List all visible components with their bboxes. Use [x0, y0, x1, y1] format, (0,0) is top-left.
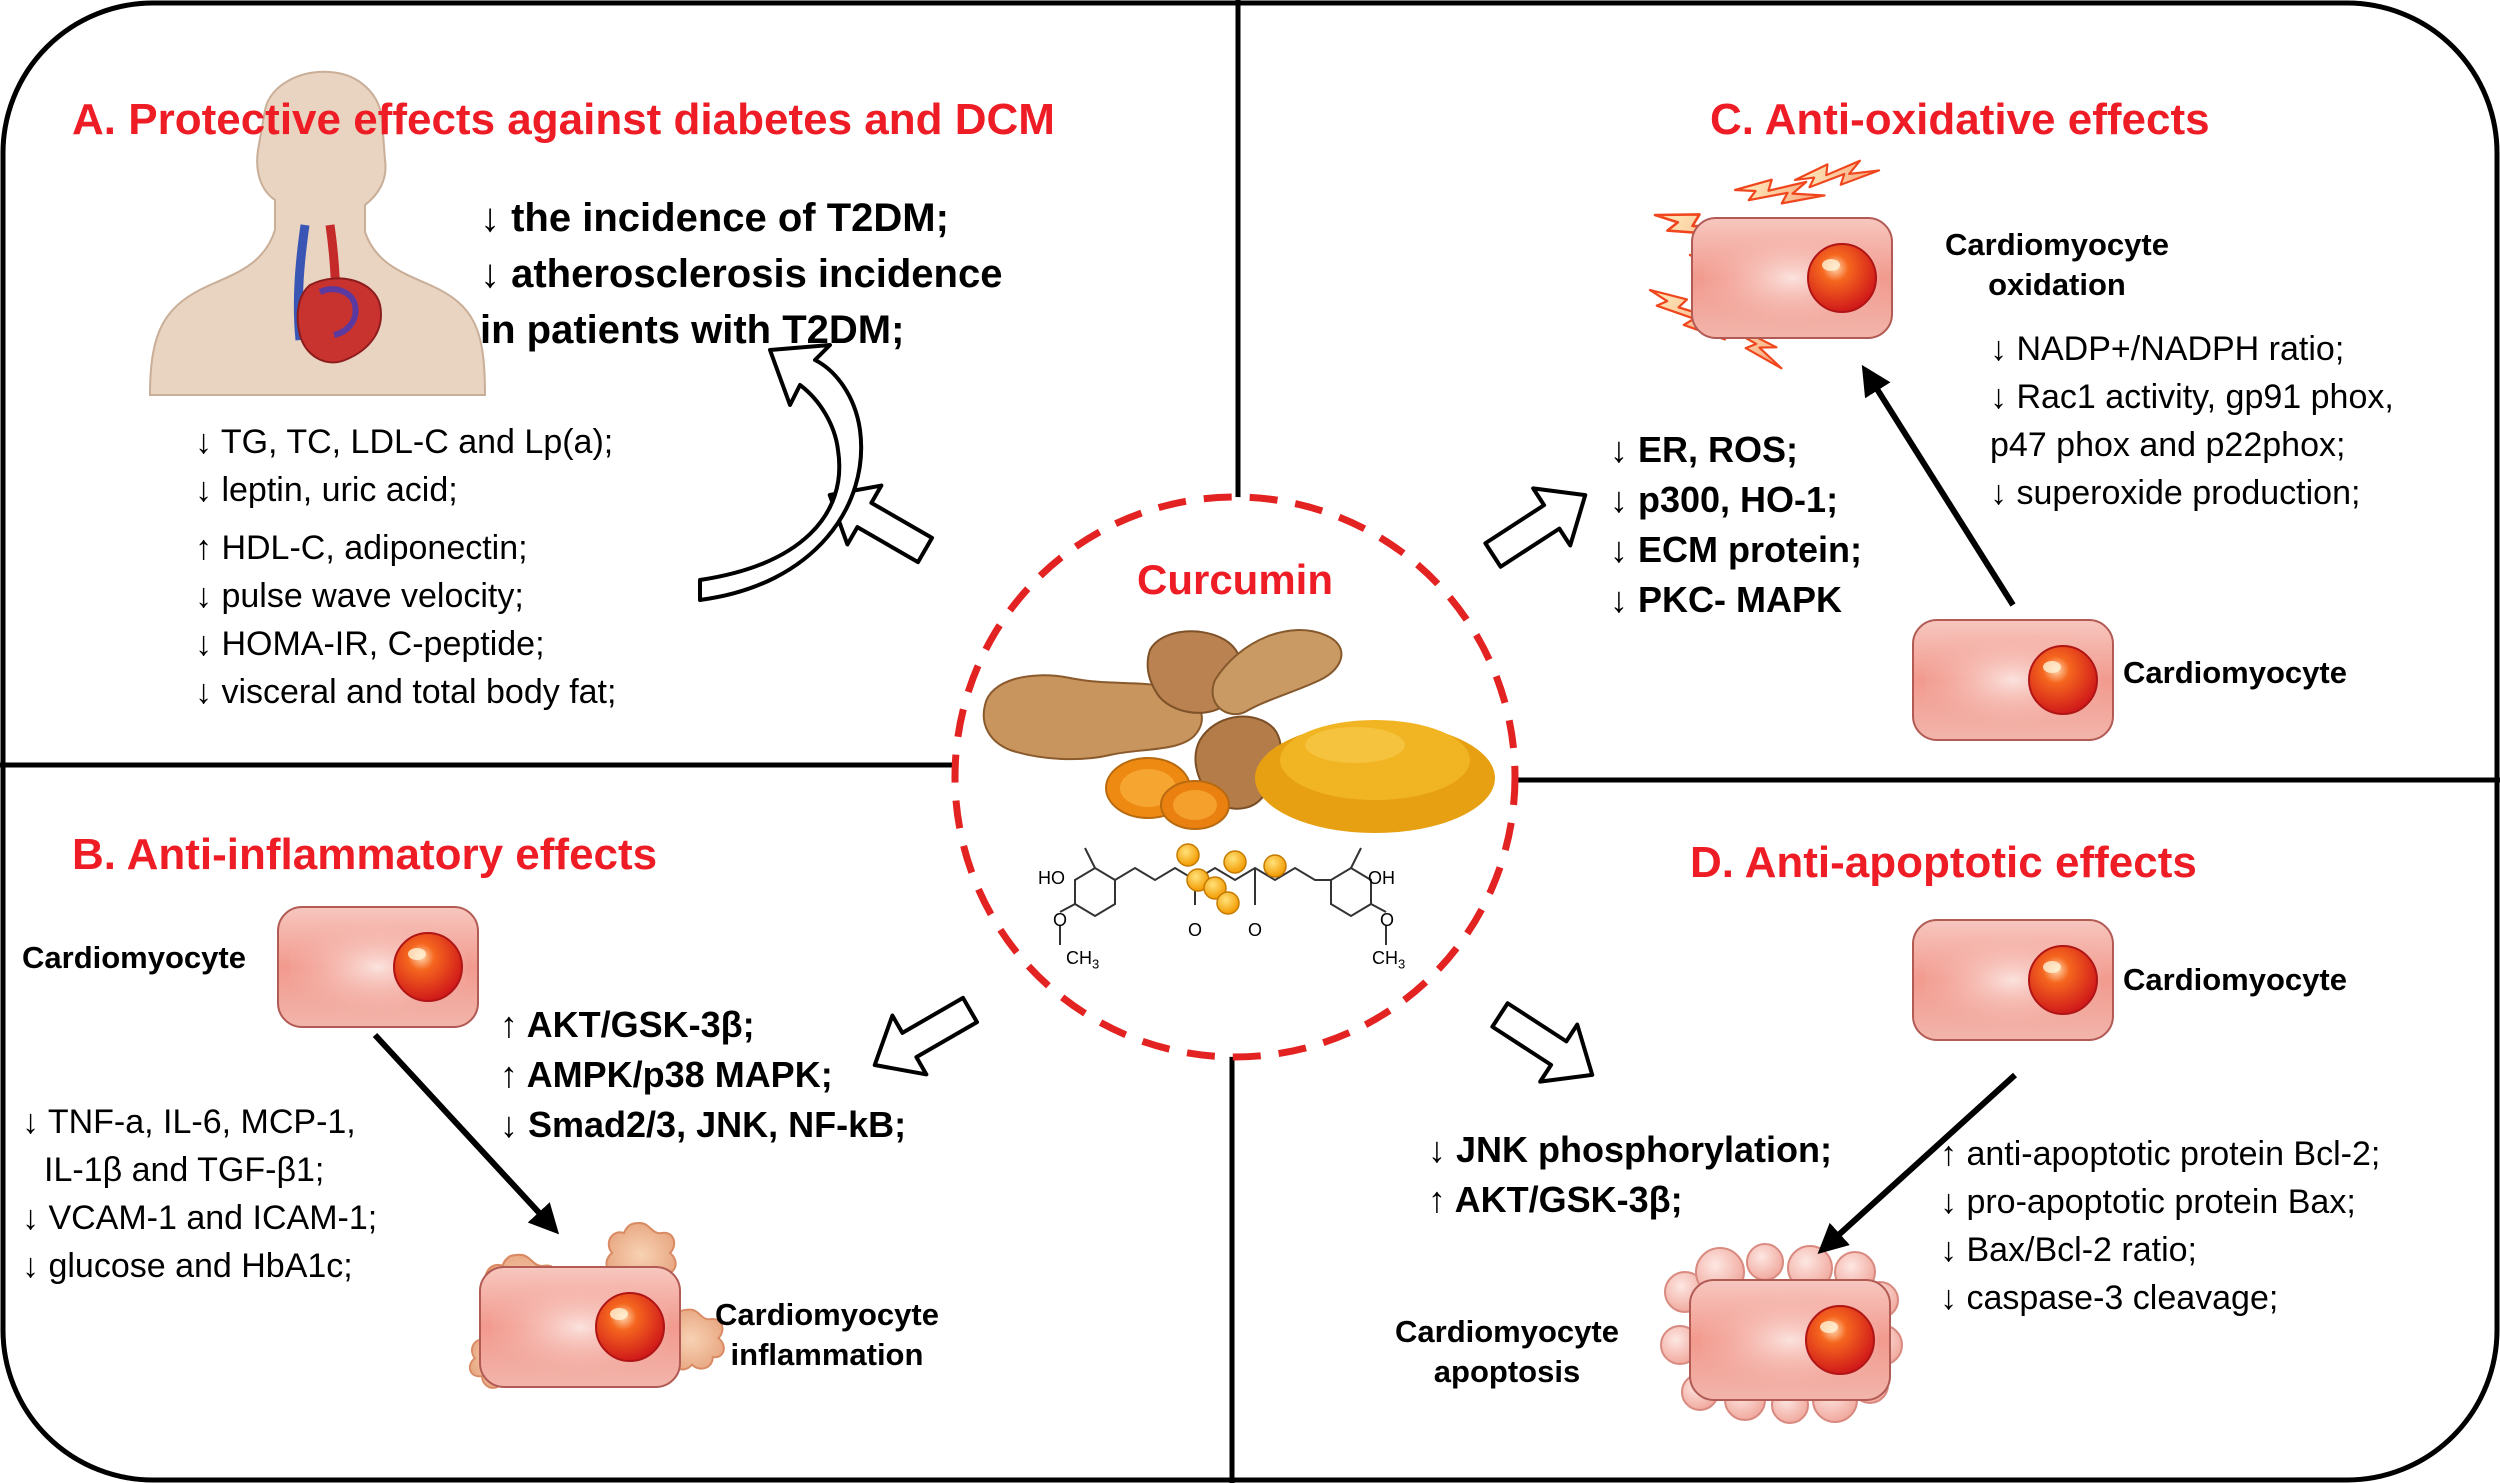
panel-c-cell-label: Cardiomyocyte: [2123, 655, 2347, 690]
apoptotic-cardiomyocyte-cell: [1689, 1279, 1891, 1401]
chem-keto-right: O: [1248, 920, 1263, 940]
curcumin-label: Curcumin: [1136, 556, 1333, 603]
pathway-item: ↑ AMPK/p38 MAPK;: [500, 1054, 833, 1095]
chem-o-left: O: [1053, 910, 1068, 930]
pathway-item: ↓ Smad2/3, JNK, NF-kB;: [500, 1104, 907, 1145]
list-item: IL-1β and TGF-β1;: [44, 1151, 325, 1189]
headline-line: ↓ the incidence of T2DM;: [480, 196, 949, 240]
panel-d-pathways: ↓ JNK phosphorylation; ↑ AKT/GSK-3β;: [1428, 1125, 1832, 1225]
chem-ch3-left: CH3: [1066, 948, 1100, 972]
headline-line: in patients with T2DM;: [480, 308, 905, 352]
list-item: ↓ Rac1 activity, gp91 phox,: [1990, 378, 2394, 416]
panel-a-list: ↓ TG, TC, LDL-C and Lp(a); ↓ leptin, uri…: [195, 418, 616, 716]
panel-b-result-label: Cardiomyocyte inflammation: [715, 1297, 939, 1372]
panel-d-cell-label: Cardiomyocyte: [2123, 962, 2347, 997]
inflamed-cardiomyocyte-cell: [479, 1266, 681, 1388]
arrow-b-inflammation: [372, 1032, 560, 1235]
pathway-item: ↓ PKC- MAPK: [1610, 579, 1842, 620]
list-item: ↓ superoxide production;: [1990, 474, 2361, 512]
list-item: ↓ Bax/Bcl-2 ratio;: [1940, 1231, 2197, 1269]
block-arrow-to-c: [1483, 486, 1588, 569]
list-item: ↑ HDL-C, adiponectin;: [195, 529, 528, 567]
list-item: ↓ caspase-3 cleavage;: [1940, 1279, 2279, 1317]
panel-a-title: A. Protective effects against diabetes a…: [72, 95, 1055, 144]
chem-keto-left: O: [1188, 920, 1203, 940]
pathway-item: ↑ AKT/GSK-3β;: [1428, 1179, 1683, 1220]
curved-arrow-a: [698, 343, 864, 602]
block-arrow-to-b: [872, 995, 979, 1077]
list-item: ↓ HOMA-IR, C-peptide;: [195, 625, 545, 663]
chem-o-right: O: [1380, 910, 1395, 930]
curcumin-molecule: [1059, 847, 1387, 945]
pathway-item: ↓ JNK phosphorylation;: [1428, 1129, 1832, 1170]
panel-d-result-label: Cardiomyocyte apoptosis: [1395, 1314, 1619, 1389]
block-arrow-to-d: [1490, 1001, 1595, 1084]
arrow-d-apoptosis: [1817, 1072, 2018, 1255]
panel-b-list: ↓ TNF-a, IL-6, MCP-1, IL-1β and TGF-β1; …: [22, 1098, 377, 1290]
chem-ch3-right: CH3: [1372, 948, 1406, 972]
list-item: ↓ pulse wave velocity;: [195, 577, 524, 615]
human-torso-image: [148, 70, 487, 396]
cardiomyocyte-cell-b: [277, 906, 479, 1028]
pathway-item: ↑ AKT/GSK-3β;: [500, 1004, 755, 1045]
panel-b-pathways: ↑ AKT/GSK-3β; ↑ AMPK/p38 MAPK; ↓ Smad2/3…: [500, 1000, 906, 1150]
headline-line: ↓ atherosclerosis incidence: [480, 252, 1003, 296]
list-item: ↓ NADP+/NADPH ratio;: [1990, 330, 2345, 368]
panel-c-list: ↓ NADP+/NADPH ratio; ↓ Rac1 activity, gp…: [1990, 325, 2394, 517]
list-item: ↓ glucose and HbA1c;: [22, 1247, 353, 1285]
panel-c-pathways: ↓ ER, ROS; ↓ p300, HO-1; ↓ ECM protein; …: [1610, 425, 1862, 625]
list-item: ↓ leptin, uric acid;: [195, 471, 458, 509]
pathway-item: ↓ p300, HO-1;: [1610, 479, 1839, 520]
turmeric-root-image: [982, 629, 1495, 833]
cardiomyocyte-cell-d: [1912, 919, 2114, 1041]
curcumin-dots: [1176, 843, 1287, 915]
panel-b-title: B. Anti-inflammatory effects: [72, 830, 658, 879]
oxidized-cardiomyocyte-cell: [1691, 217, 1893, 339]
panel-d-list: ↑ anti-apoptotic protein Bcl-2; ↓ pro-ap…: [1940, 1130, 2380, 1322]
list-item: ↓ VCAM-1 and ICAM-1;: [22, 1199, 378, 1237]
pathway-item: ↓ ECM protein;: [1610, 529, 1862, 570]
list-item: ↓ visceral and total body fat;: [195, 673, 617, 711]
list-item: ↓ TNF-a, IL-6, MCP-1,: [22, 1103, 356, 1141]
panel-c-title: C. Anti-oxidative effects: [1710, 95, 2210, 144]
list-item: ↓ pro-apoptotic protein Bax;: [1940, 1183, 2356, 1221]
chem-oh-right: OH: [1368, 868, 1395, 888]
chem-oh-left: HO: [1038, 868, 1065, 888]
panel-d-title: D. Anti-apoptotic effects: [1690, 838, 2197, 887]
list-item: ↑ anti-apoptotic protein Bcl-2;: [1940, 1135, 2381, 1173]
arrow-c-oxidation: [1861, 364, 2016, 607]
list-item: p47 phox and p22phox;: [1990, 426, 2346, 464]
cardiomyocyte-cell-c: [1912, 619, 2114, 741]
panel-b-cell-label: Cardiomyocyte: [22, 940, 246, 975]
panel-a-headline: ↓ the incidence of T2DM; ↓ atheroscleros…: [480, 190, 1002, 358]
panel-c-result-label: Cardiomyocyte oxidation: [1945, 227, 2169, 302]
list-item: ↓ TG, TC, LDL-C and Lp(a);: [195, 423, 614, 461]
pathway-item: ↓ ER, ROS;: [1610, 429, 1799, 470]
